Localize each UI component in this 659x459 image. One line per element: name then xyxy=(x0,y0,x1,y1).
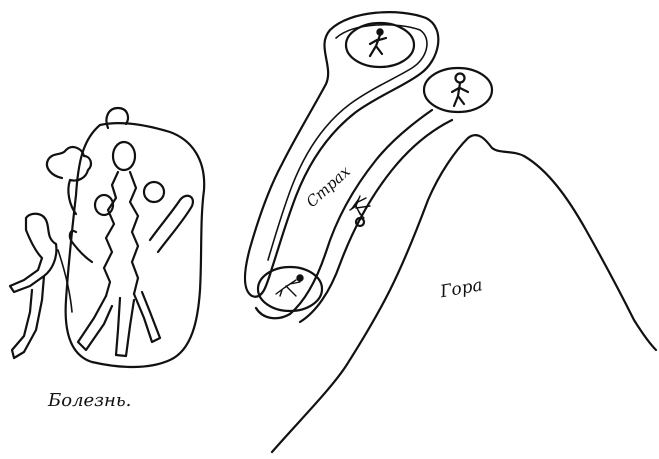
mountain-label: Гора xyxy=(438,275,484,302)
illness-group xyxy=(10,108,204,367)
tall-figure-head xyxy=(113,142,135,170)
fear-node-bottom xyxy=(258,267,322,311)
tall-figure-body xyxy=(104,172,138,296)
walking-legs xyxy=(78,292,160,356)
left-outer-figure xyxy=(10,214,56,358)
illness-label: Болезнь. xyxy=(47,390,131,411)
fear-node-right-figure xyxy=(452,74,468,107)
illness-top-loop xyxy=(106,108,127,128)
fear-group: Страх xyxy=(245,12,492,322)
fear-node-bottom-figure xyxy=(276,275,303,296)
limb-loop-right xyxy=(150,196,193,252)
cloud-head xyxy=(47,147,91,214)
side-figure-head-right xyxy=(144,182,164,202)
fear-node-top-figure xyxy=(370,29,386,56)
limb-left-arm xyxy=(70,231,92,262)
